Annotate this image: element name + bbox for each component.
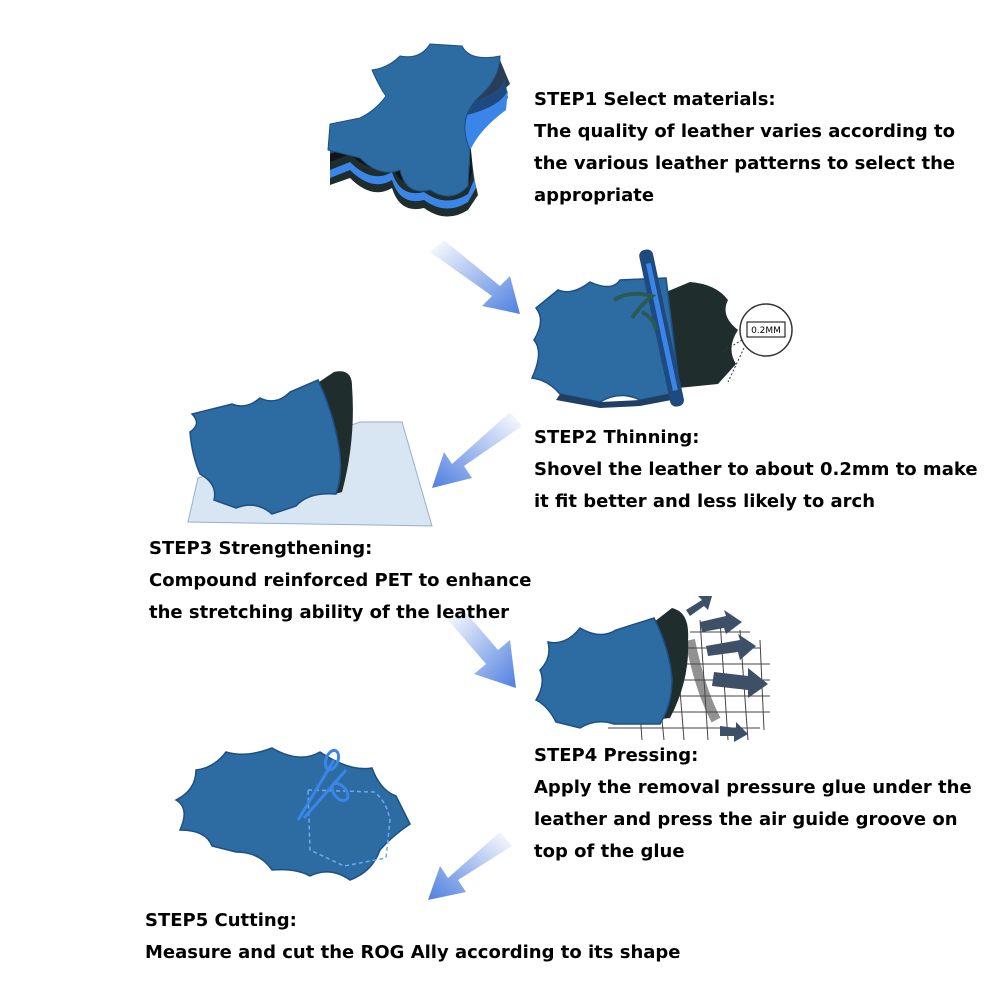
pressing-grid-icon: [534, 596, 770, 742]
flow-arrow-icon: [448, 608, 516, 688]
step4-description: STEP4 Pressing: Apply the removal pressu…: [534, 740, 972, 868]
step3-description: STEP3 Strengthening: Compound reinforced…: [149, 533, 531, 629]
leather-stack-icon: [327, 43, 510, 217]
step5-title: STEP5 Cutting:: [145, 910, 297, 931]
step4-line-1: Apply the removal pressure glue under th…: [534, 777, 972, 798]
step4-title: STEP4 Pressing:: [534, 745, 699, 766]
flow-arrow-icon: [428, 832, 512, 900]
step4-line-3: top of the glue: [534, 841, 685, 862]
step1-line-2: the various leather patterns to select t…: [534, 153, 956, 174]
step3-line-2: the stretching ability of the leather: [149, 602, 510, 623]
step3-title: STEP3 Strengthening:: [149, 538, 373, 559]
step2-line-2: it fit better and less likely to arch: [534, 491, 876, 512]
step4-line-2: leather and press the air guide groove o…: [534, 809, 958, 830]
scissors-icon: [174, 747, 411, 881]
flow-arrow-icon: [432, 412, 522, 488]
step1-title: STEP1 Select materials:: [534, 89, 776, 110]
flow-arrow-icon: [430, 240, 520, 314]
step1-line-3: appropriate: [534, 185, 655, 206]
pet-reinforcement-icon: [187, 371, 433, 527]
thickness-label: 0.2MM: [751, 326, 781, 336]
step1-line-1: The quality of leather varies according …: [534, 121, 955, 142]
step3-line-1: Compound reinforced PET to enhance: [149, 570, 532, 591]
step2-line-1: Shovel the leather to about 0.2mm to mak…: [534, 459, 978, 480]
thinning-blade-icon: 0.2MM: [530, 249, 793, 408]
step1-description: STEP1 Select materials: The quality of l…: [534, 84, 955, 212]
step2-title: STEP2 Thinning:: [534, 427, 700, 448]
step5-description: STEP5 Cutting: Measure and cut the ROG A…: [145, 905, 681, 969]
step5-line-1: Measure and cut the ROG Ally according t…: [145, 942, 681, 963]
step2-description: STEP2 Thinning: Shovel the leather to ab…: [534, 422, 978, 518]
